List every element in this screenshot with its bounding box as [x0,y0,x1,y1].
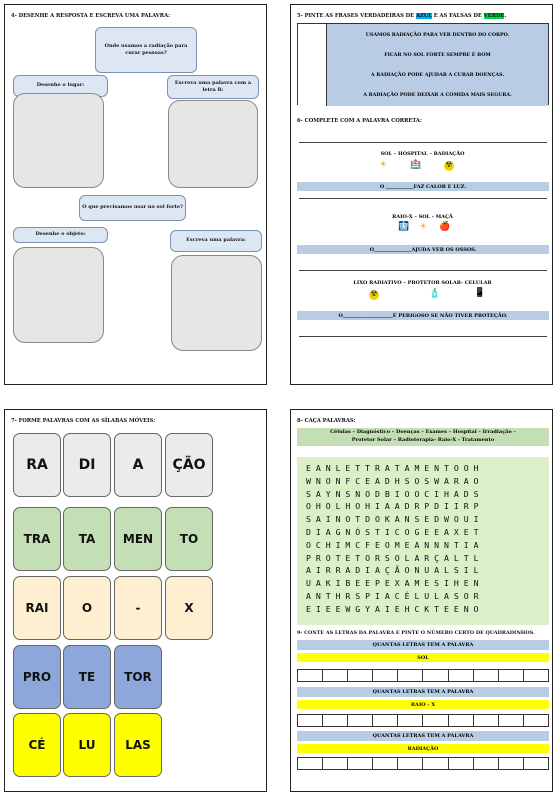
title-text-pre: 5- Pinte as frases verdadeiras de [297,13,416,19]
question-strong-sun: O que precisamos usar no sol forte? [79,195,186,221]
highlight-blue: azul [415,13,432,19]
worksheet-page-8-9: 8- Caça palavras: Células – Diagnóstico … [290,409,553,792]
syllable-tile[interactable]: LAS [114,713,162,777]
answer-cell[interactable] [298,64,327,86]
answer-line [299,336,547,337]
count-word: SOL [297,653,549,662]
grid-row: O C H I M C F E O M E A N N N T I A [306,539,479,550]
section-title-8: 8- Caça palavras: [297,418,356,424]
radioactive-waste-icon: ☢ [369,289,379,300]
syllable-tile[interactable]: - [114,576,162,640]
syllable-tile[interactable]: TO [165,507,213,571]
cellphone-icon: 📱 [474,288,486,298]
question-radiation-cure: Onde usamos a radiação para curar pessoa… [95,27,197,73]
highlight-green: verde [483,13,505,19]
section-title-7: 7- Forme palavras com as sílabas móveis: [11,418,156,424]
section-title-6: 6- Complete com a palavra correta: [297,118,422,124]
title-text-end: . [504,13,507,19]
statement-row: A radiação pode ajudar a curar doenças. [298,64,548,87]
sunscreen-icon: 🧴 [429,289,441,299]
label-write-word-r: Escreva uma palavra com a letra R: [167,75,259,99]
section-title-4: 4- Desenhe a resposta e escreva uma pala… [11,13,171,19]
count-prompt: Quantas letras tem a palavra [297,731,549,741]
grid-row: U A K I B E E P E X A M E S I H E N [306,578,479,589]
option-words-3: Lixo radiativo – Protetor solar- Celular [353,280,492,286]
syllable-tile[interactable]: RAI [13,576,61,640]
answer-cell[interactable] [298,44,327,66]
statement-row: A radiação pode deixar a comida mais seg… [298,84,548,106]
answer-line [299,142,547,143]
grid-row: A I R R A D I A Ç Ã O N U A L S I L [306,565,479,576]
grid-row: D I A G N Ó S T I C O G E E A X E T [306,526,479,537]
radiation-icon: ☢ [444,160,454,171]
word-list-line: Protetor Solar – Radioterapia- Raio-X - … [351,437,495,443]
writing-box-r[interactable] [168,100,258,188]
syllable-tile[interactable]: O [63,576,111,640]
syllable-tile[interactable]: TE [63,645,111,709]
answer-cell[interactable] [298,84,327,106]
label-draw-object: Desenhe o objeto: [13,227,108,243]
count-boxes[interactable] [297,714,549,727]
syllable-tile[interactable]: TOR [114,645,162,709]
count-boxes[interactable] [297,757,549,770]
statement-text: A radiação pode ajudar a curar doenças. [327,64,548,86]
syllable-tile[interactable]: MEN [114,507,162,571]
syllable-tile[interactable]: PRO [13,645,61,709]
drawing-box-object[interactable] [13,247,104,343]
drawing-box-place[interactable] [13,93,104,188]
count-prompt: Quantas letras tem a palavra [297,640,549,650]
syllable-tile[interactable]: X [165,576,213,640]
statement-text: Usamos radiação para ver dentro do corpo… [327,24,548,46]
option-words-2: Raio-X – Sol - Maçã [392,214,453,220]
grid-row: P R O T E T O R S O L A R Ç A L T L [306,552,479,563]
title-text-mid: e as falsas de [431,13,484,19]
hospital-icon: 🏥 [410,160,422,170]
grid-row: S A I N O T D O K A N S E D W O U I [306,514,479,525]
count-prompt: Quantas letras tem a palavra [297,687,549,697]
option-words-1: Sol – Hospital – Radiação [380,151,465,157]
answer-line [299,270,547,271]
worksheet-page-5-6: 5- Pinte as frases verdadeiras de azul e… [290,4,553,385]
word-search-grid[interactable]: E A N L E T T R A T A M E N T O O H W N … [306,463,479,617]
sentence-3: O____________________é perigoso se não t… [297,311,549,320]
answer-cell[interactable] [298,24,327,46]
true-false-table: Usamos radiação para ver dentro do corpo… [297,23,549,106]
syllable-tile[interactable]: RA [13,433,61,497]
grid-row: S A Y N S N O D B I O O C I H A D S [306,488,479,499]
sentence-2: O_______________ajuda ver os ossos. [297,245,549,254]
syllable-tile[interactable]: A [114,433,162,497]
grid-row: E A N L E T T R A T A M E N T O O H [306,463,479,473]
writing-box-word[interactable] [171,255,262,351]
syllable-tile[interactable]: DI [63,433,111,497]
syllable-tile[interactable]: TA [63,507,111,571]
grid-row: E I E E W G Y A I E H C K T E E N O [306,603,479,614]
grid-row: A N T H R S P I A C É L U L A S O R [306,590,479,601]
sentence-1: O ___________faz calor e luz. [297,182,549,191]
section-title-9: 9- Conte as letras da palavra e pinte o … [297,630,535,636]
syllable-tile[interactable]: CÉ [13,713,61,777]
xray-icon: 🩻 [398,222,410,232]
worksheet-page-4: 4- Desenhe a resposta e escreva uma pala… [4,4,267,385]
grid-row: O H O L H O H I A A D R P D I I R P [306,501,479,512]
statement-text: A radiação pode deixar a comida mais seg… [327,84,548,106]
count-word: RAIO - X [297,700,549,709]
syllable-tile[interactable]: LU [63,713,111,777]
count-boxes[interactable] [297,669,549,682]
statement-row: Usamos radiação para ver dentro do corpo… [298,24,548,47]
answer-line [299,198,547,199]
worksheet-page-7: 7- Forme palavras com as sílabas móveis:… [4,409,267,792]
syllable-tile[interactable]: ÇÃO [165,433,213,497]
word-list-line: Células – Diagnóstico – Doenças – Exames… [330,429,516,435]
section-title-5: 5- Pinte as frases verdadeiras de azul e… [297,13,506,19]
label-write-word: Escreva uma palavra: [170,230,262,252]
count-word: RADIAÇÃO [297,744,549,753]
sun-icon: ☀ [419,222,428,232]
syllable-tile[interactable]: TRA [13,507,61,571]
apple-icon: 🍎 [439,222,451,232]
word-search-background [297,457,549,625]
statement-text: Ficar no sol forte sempre é bom [327,44,548,66]
word-list: Células – Diagnóstico – Doenças – Exames… [297,428,549,446]
sun-icon: ☀ [379,160,388,170]
grid-row: W N O N F C E A D H S O S W A R A O [306,475,479,486]
